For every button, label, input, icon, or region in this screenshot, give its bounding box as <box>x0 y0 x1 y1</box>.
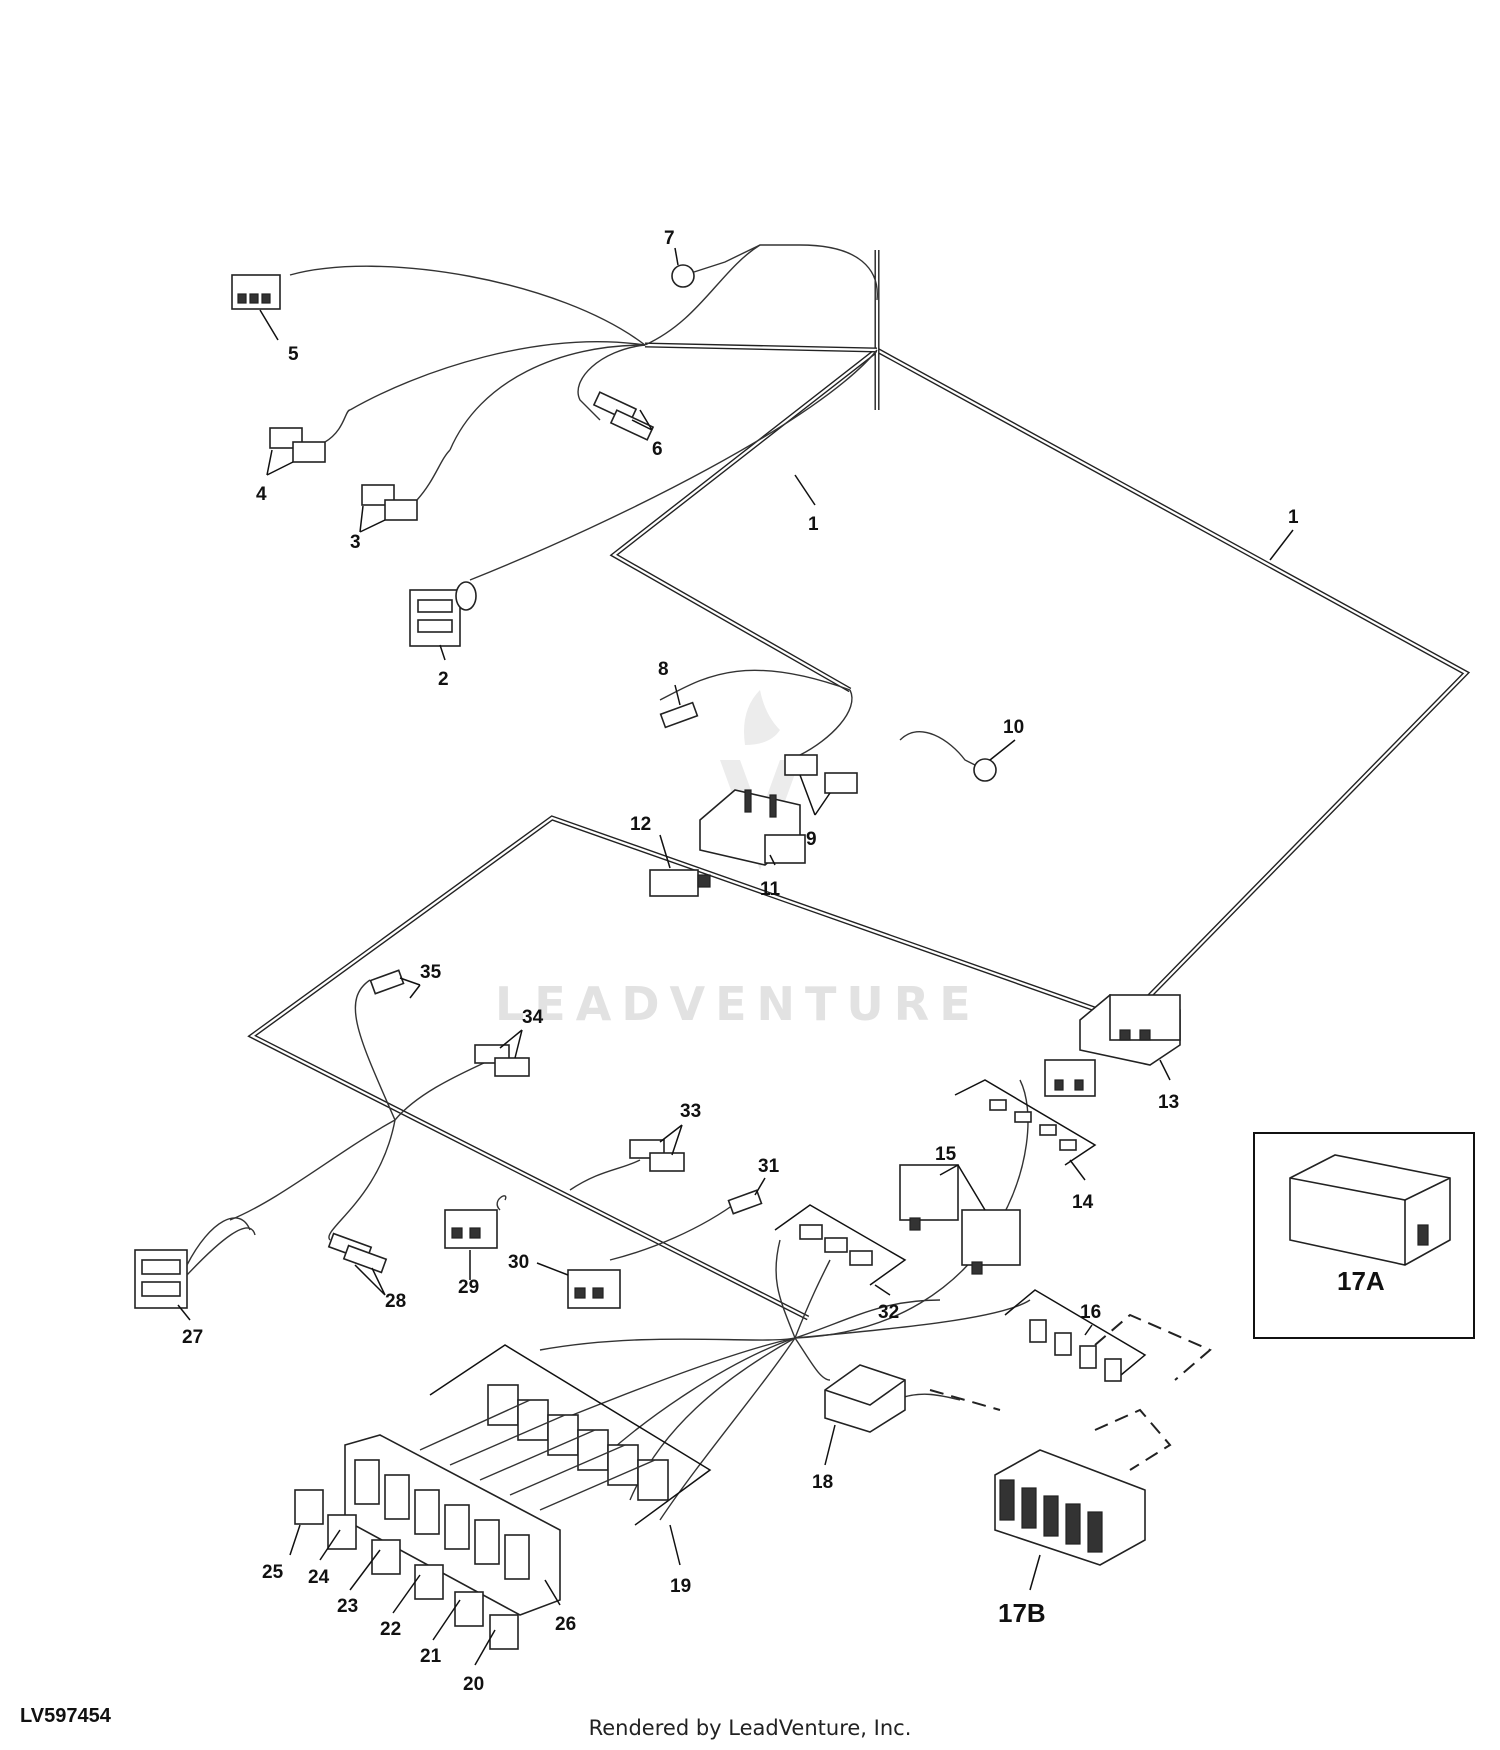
callout-34: 34 <box>522 1007 544 1028</box>
connector-pair-3 <box>361 449 451 521</box>
connector-pair-9 <box>784 754 858 794</box>
symbol-tiles <box>294 1489 519 1650</box>
callout-6: 6 <box>652 439 663 460</box>
callout-10: 10 <box>1003 717 1024 738</box>
fuse-block-17b <box>994 1449 1146 1566</box>
callout-4: 4 <box>256 484 267 505</box>
callout-26: 26 <box>555 1614 576 1635</box>
lower-branch-wires <box>229 979 1031 1521</box>
callout-1-left: 1 <box>808 514 819 535</box>
terminal-set-32 <box>774 1204 907 1286</box>
callout-8: 8 <box>658 659 669 680</box>
callout-35: 35 <box>420 962 442 983</box>
cap-12 <box>649 869 711 897</box>
callout-5: 5 <box>288 344 299 365</box>
ring-terminal-7 <box>671 244 761 288</box>
callout-19: 19 <box>670 1576 691 1597</box>
callout-11: 11 <box>760 879 781 900</box>
callout-25: 25 <box>262 1562 284 1583</box>
watermark-text: LEADVENTURE <box>495 977 981 1031</box>
callout-18: 18 <box>812 1472 833 1493</box>
callout-33: 33 <box>680 1101 701 1122</box>
terminal-set-14 <box>954 1079 1097 1166</box>
relay-13 <box>1079 994 1181 1066</box>
callout-27: 27 <box>182 1327 203 1348</box>
callout-28: 28 <box>385 1291 406 1312</box>
symbol-22 <box>414 1564 444 1600</box>
callout-14: 14 <box>1072 1192 1094 1213</box>
callout-2: 2 <box>438 669 449 690</box>
callout-30: 30 <box>508 1252 529 1273</box>
callout-20: 20 <box>463 1674 484 1695</box>
symbol-25 <box>294 1489 324 1525</box>
module-18 <box>824 1364 906 1433</box>
socket-27 <box>134 1217 256 1309</box>
callout-22: 22 <box>380 1619 401 1640</box>
callout-15: 15 <box>935 1144 957 1165</box>
symbol-24 <box>327 1514 357 1550</box>
fuse-block-17a-inset <box>1253 1132 1475 1339</box>
switch-panel-26 <box>344 1399 656 1616</box>
terminal-35 <box>369 969 405 995</box>
callout-32: 32 <box>878 1302 899 1323</box>
leader-lines <box>177 247 1294 1666</box>
switch-11 <box>699 789 806 866</box>
connector-30 <box>567 1269 621 1309</box>
callout-12: 12 <box>630 814 651 835</box>
render-credit: Rendered by LeadVenture, Inc. <box>588 1716 912 1740</box>
terminal-set-16 <box>1004 1289 1147 1382</box>
callout-17a: 17A <box>1337 1266 1385 1296</box>
symbol-23 <box>371 1539 401 1575</box>
connector-pair-4 <box>269 409 351 463</box>
callout-17b: 17B <box>998 1598 1046 1628</box>
relays-15 <box>899 1164 1021 1275</box>
flasher-unit <box>1044 1059 1096 1097</box>
callout-21: 21 <box>420 1646 442 1667</box>
callout-23: 23 <box>337 1596 358 1617</box>
callout-1-right: 1 <box>1288 507 1299 528</box>
callout-24: 24 <box>308 1567 330 1588</box>
connector-pair-33 <box>629 1139 685 1172</box>
socket-2 <box>409 581 477 647</box>
callout-labels: 7 5 4 3 6 1 1 2 8 10 9 12 11 13 14 15 16… <box>182 228 1385 1695</box>
callout-7: 7 <box>664 228 675 249</box>
leadventure-watermark: LEADVENTURE <box>495 690 981 1031</box>
connector-5 <box>231 274 281 310</box>
symbol-21 <box>454 1591 484 1627</box>
figure-id: LV597454 <box>20 1705 111 1727</box>
callout-29: 29 <box>458 1277 479 1298</box>
connector-29 <box>444 1209 498 1249</box>
callout-9: 9 <box>806 829 817 850</box>
pin-8 <box>659 701 699 729</box>
connector-pair-6 <box>592 391 655 441</box>
callout-16: 16 <box>1080 1302 1101 1323</box>
main-harness <box>247 250 1471 1321</box>
terminal-31 <box>727 1189 763 1215</box>
connector-pair-34 <box>474 1044 530 1077</box>
callout-31: 31 <box>758 1156 780 1177</box>
callout-3: 3 <box>350 532 361 553</box>
connector-pair-28 <box>327 1232 388 1274</box>
dashed-callout-box <box>929 1313 1212 1471</box>
ring-terminal-10 <box>973 758 997 782</box>
symbol-20 <box>489 1614 519 1650</box>
upper-branch-wires <box>289 244 976 766</box>
callout-13: 13 <box>1158 1092 1179 1113</box>
